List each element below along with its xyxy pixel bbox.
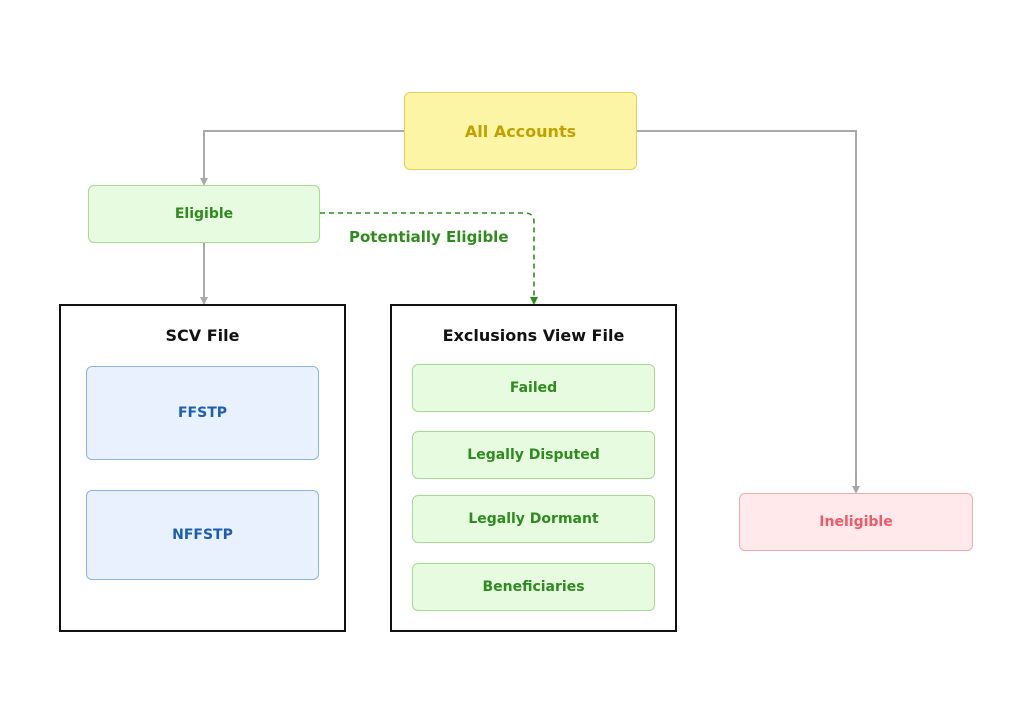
ineligible-node: Ineligible bbox=[739, 493, 973, 551]
nffstp-label: NFFSTP bbox=[172, 527, 233, 543]
eligible-label: Eligible bbox=[174, 206, 234, 222]
failed-node: Failed bbox=[412, 364, 655, 412]
legally-dormant-node: Legally Dormant bbox=[412, 495, 655, 543]
beneficiaries-label: Beneficiaries bbox=[482, 579, 585, 595]
ineligible-label: Ineligible bbox=[819, 514, 893, 530]
ffstp-node: FFSTP bbox=[86, 366, 319, 460]
connector-eligible-to-exclusions bbox=[320, 212, 538, 305]
nffstp-node: NFFSTP bbox=[86, 490, 319, 580]
ffstp-label: FFSTP bbox=[177, 405, 228, 421]
all-accounts-label: All Accounts bbox=[464, 121, 577, 141]
beneficiaries-node: Beneficiaries bbox=[412, 563, 655, 611]
scv-file-title: SCV File bbox=[165, 326, 240, 345]
failed-label: Failed bbox=[509, 380, 558, 396]
scv-file-group: SCV File bbox=[59, 304, 346, 632]
legally-dormant-label: Legally Dormant bbox=[468, 511, 599, 527]
exclusions-view-file-title: Exclusions View File bbox=[442, 326, 625, 345]
potentially-eligible-label: Potentially Eligible bbox=[349, 228, 509, 246]
legally-disputed-label: Legally Disputed bbox=[467, 447, 600, 463]
eligible-node: Eligible bbox=[88, 185, 320, 243]
all-accounts-node: All Accounts bbox=[404, 92, 637, 170]
legally-disputed-node: Legally Disputed bbox=[412, 431, 655, 479]
connector-all-to-ineligible bbox=[637, 130, 860, 494]
connector-all-to-eligible bbox=[200, 130, 404, 186]
